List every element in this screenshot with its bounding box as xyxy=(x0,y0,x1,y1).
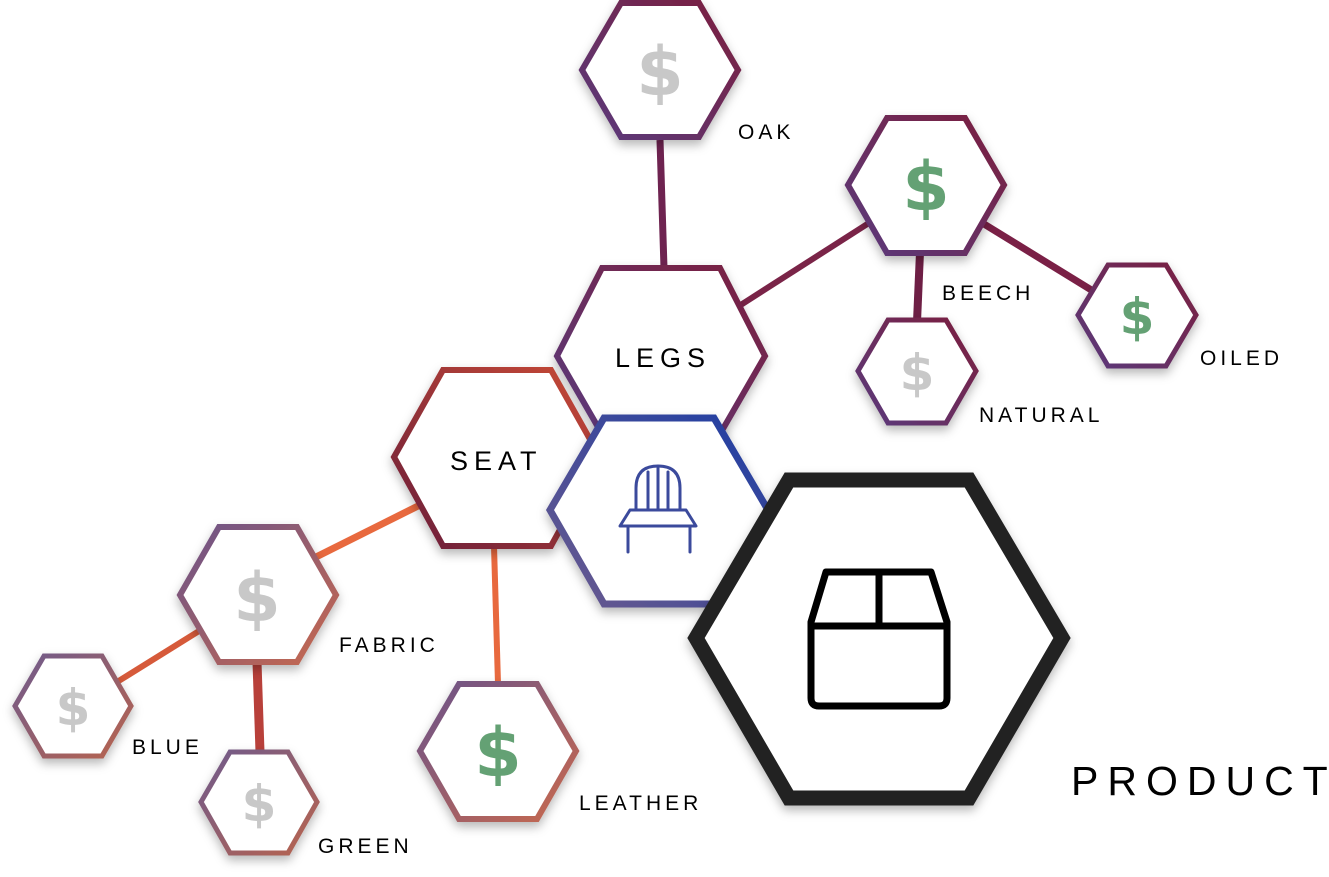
connector-beech-oiled xyxy=(982,221,1095,294)
label-product: PRODUCT xyxy=(1071,758,1329,804)
connector-beech-natural xyxy=(913,251,924,323)
box-icon xyxy=(807,568,951,710)
dollar-icon: $ xyxy=(242,775,277,833)
price-node-green[interactable]: $ xyxy=(198,749,320,856)
price-node-fabric[interactable]: $ xyxy=(176,524,340,665)
price-node-blue[interactable]: $ xyxy=(12,653,134,759)
dollar-icon: $ xyxy=(233,559,280,638)
connectors xyxy=(115,139,1095,753)
connector-fabric-blue xyxy=(115,628,201,685)
label-beech: BEECH xyxy=(942,282,1035,305)
label-green: GREEN xyxy=(318,835,413,858)
label-legs: LEGS xyxy=(615,343,712,373)
price-node-oak[interactable]: $ xyxy=(578,0,742,140)
label-oak: OAK xyxy=(738,121,795,144)
dollar-icon: $ xyxy=(56,679,91,737)
price-node-beech[interactable]: $ xyxy=(844,115,1008,256)
product-node[interactable] xyxy=(687,472,1071,806)
dollar-icon: $ xyxy=(474,714,521,793)
chair-icon xyxy=(618,464,698,554)
connector-legs-beech xyxy=(734,218,874,311)
seat-node[interactable] xyxy=(390,367,604,549)
dollar-icon: $ xyxy=(636,33,683,112)
price-node-leather[interactable]: $ xyxy=(416,681,580,822)
dollar-icon: $ xyxy=(1120,288,1155,346)
label-natural: NATURAL xyxy=(979,404,1104,427)
connector-legs-oak xyxy=(656,139,668,269)
dollar-icon: $ xyxy=(902,148,949,227)
connector-seat-leather xyxy=(491,545,501,685)
connector-fabric-green xyxy=(252,661,265,753)
label-seat: SEAT xyxy=(450,446,543,476)
price-node-oiled[interactable]: $ xyxy=(1075,262,1199,369)
label-leather: LEATHER xyxy=(579,792,703,815)
connector-seat-fabric xyxy=(312,502,420,562)
price-node-natural[interactable]: $ xyxy=(855,317,979,426)
label-oiled: OILED xyxy=(1200,347,1284,370)
label-blue: BLUE xyxy=(132,736,203,759)
label-fabric: FABRIC xyxy=(339,634,439,657)
dollar-icon: $ xyxy=(900,344,935,402)
